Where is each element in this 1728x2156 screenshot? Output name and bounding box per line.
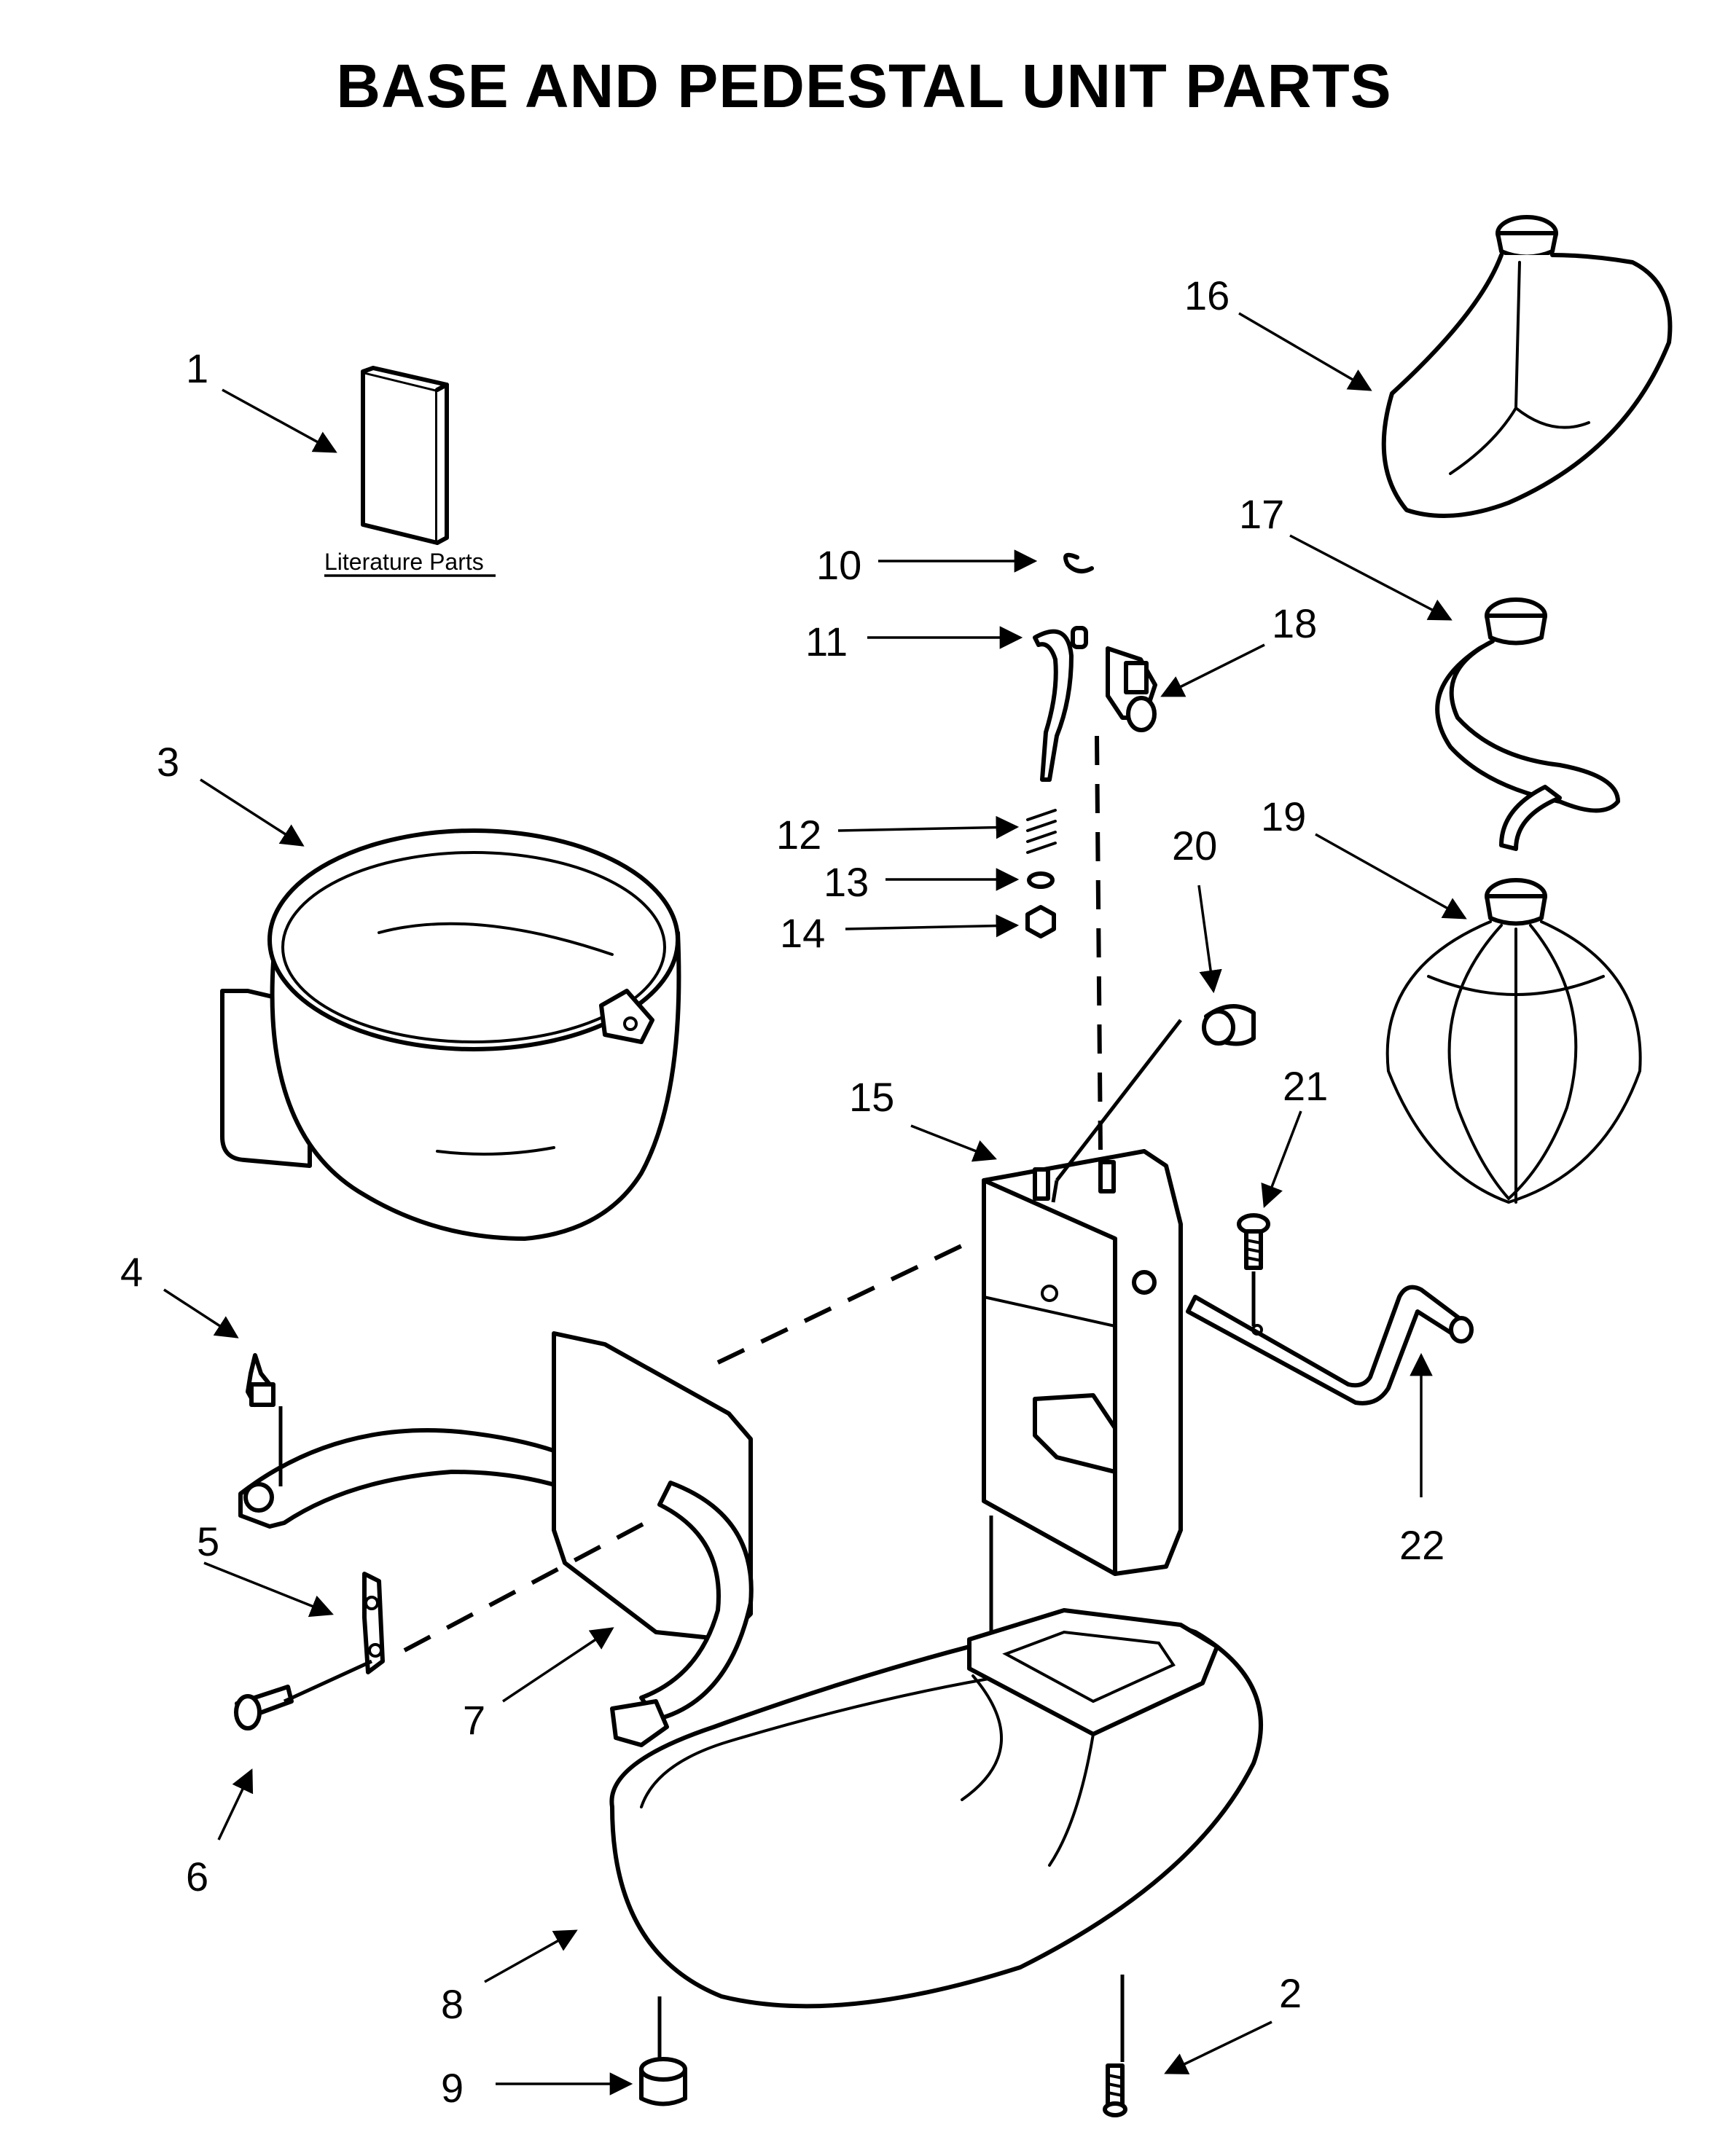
mixer-base: [609, 1608, 1263, 2009]
callout-3: 3: [157, 739, 179, 785]
page-title: BASE AND PEDESTAL UNIT PARTS: [336, 52, 1392, 120]
flat-beater: [1381, 215, 1673, 518]
callout-6: 6: [186, 1854, 208, 1900]
callout-16: 16: [1184, 273, 1229, 318]
latch-knob: [1202, 1004, 1256, 1046]
callout-7: 7: [463, 1697, 485, 1743]
dough-hook: [1435, 597, 1620, 851]
callout-18: 18: [1272, 600, 1317, 646]
rubber-foot: [639, 2057, 687, 2106]
callout-1: 1: [186, 345, 208, 391]
callout-labels: 1 2 3 4 5 6 7 8 9 10 11 12 13 14 15 16 1…: [120, 273, 1444, 2111]
callout-5: 5: [197, 1518, 219, 1564]
lever-screw: [1237, 1213, 1270, 1270]
pedestal-column: [982, 1149, 1183, 1576]
base-screw: [1103, 2063, 1127, 2117]
wire-whip: [1385, 878, 1642, 1204]
callout-17: 17: [1239, 491, 1284, 537]
bowl-clamp-bracket: [234, 1331, 754, 1747]
literature-booklet: Literature Parts: [324, 366, 496, 577]
callout-4: 4: [120, 1249, 143, 1295]
callout-9: 9: [441, 2065, 464, 2111]
callout-11: 11: [805, 619, 848, 665]
literature-parts-label: Literature Parts: [324, 549, 484, 575]
callout-21: 21: [1283, 1063, 1328, 1109]
callout-leaders: [163, 312, 1467, 2096]
callout-19: 19: [1261, 793, 1306, 839]
callout-8: 8: [441, 1981, 464, 2027]
pin-and-spring-set: [1025, 552, 1157, 938]
callout-12: 12: [776, 812, 821, 858]
callout-15: 15: [849, 1074, 894, 1120]
mixing-bowl: [220, 828, 681, 1241]
crank-lever: [1186, 1285, 1474, 1406]
assembly-guide-lines: [278, 735, 1256, 2062]
callout-22: 22: [1399, 1522, 1444, 1568]
callout-20: 20: [1172, 823, 1217, 869]
callout-13: 13: [824, 859, 869, 905]
callout-2: 2: [1279, 1970, 1302, 2016]
callout-14: 14: [780, 910, 825, 956]
callout-10: 10: [816, 542, 861, 588]
